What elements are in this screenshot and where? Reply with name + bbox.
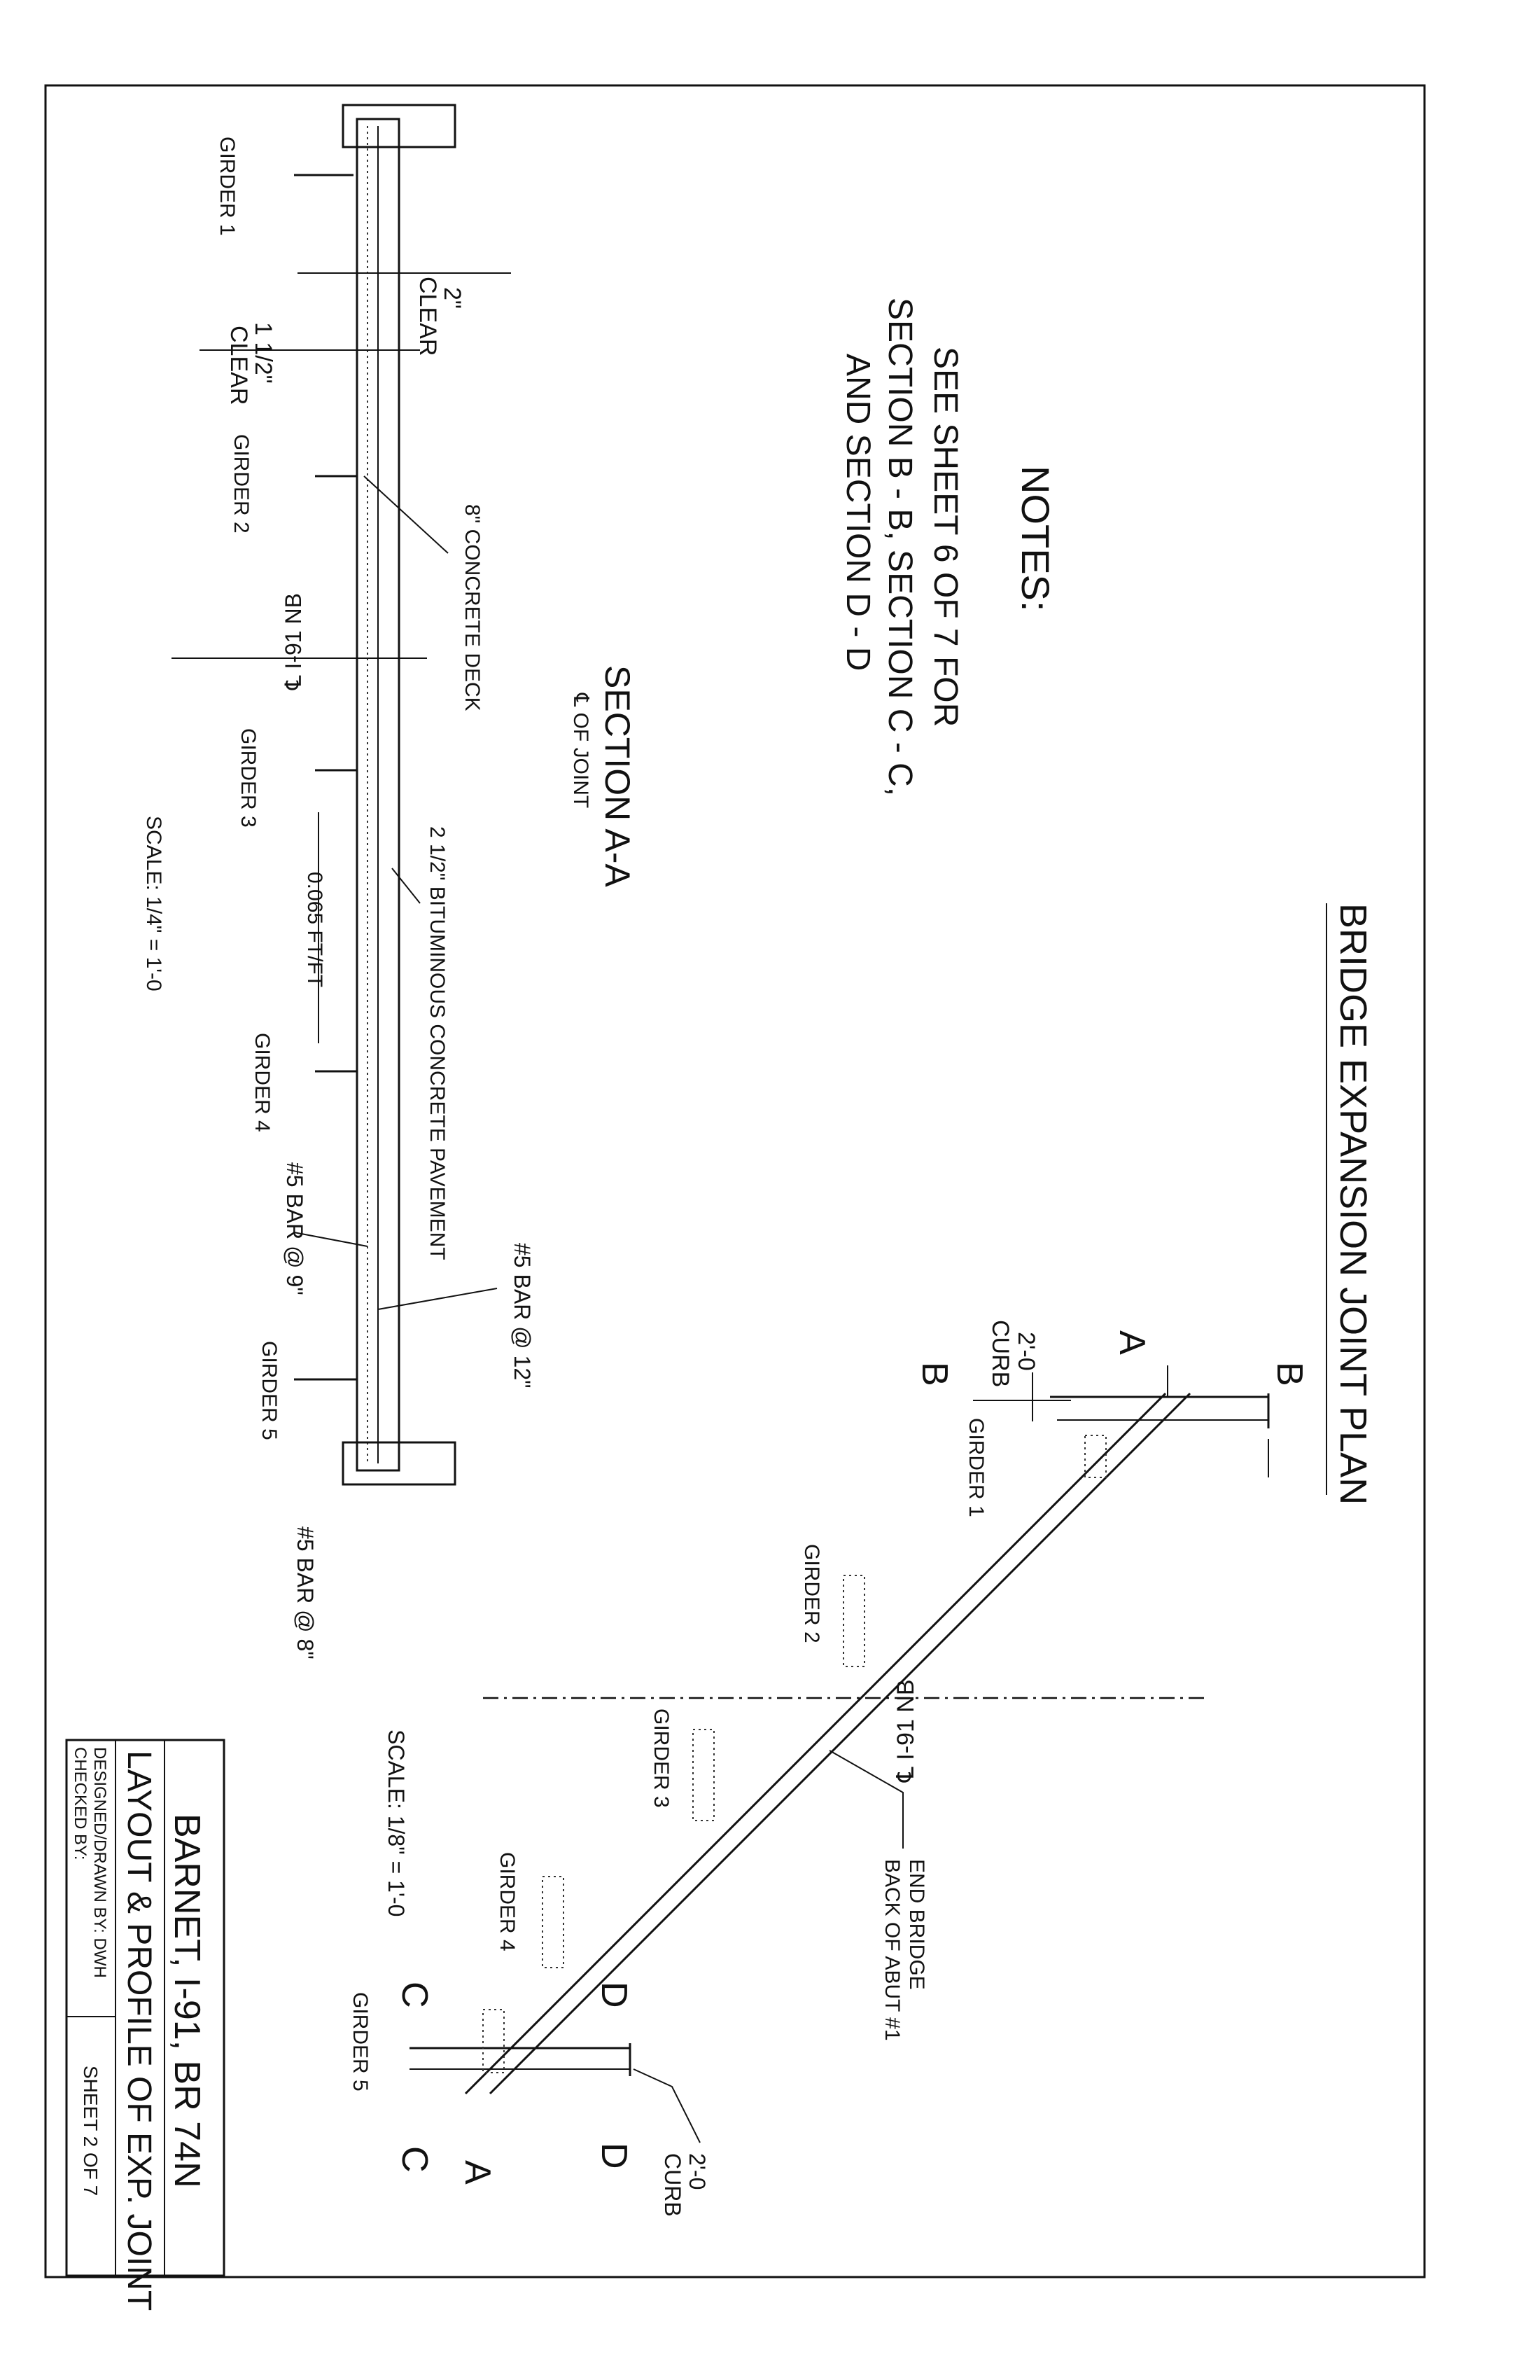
section-girder-4: GIRDER 4 bbox=[251, 1033, 357, 1132]
pavement-label: 2 1/2" BITUMINOUS CONCRETE PAVEMENT bbox=[426, 826, 449, 1260]
end-bridge-label: END BRIDGE bbox=[905, 1859, 928, 1990]
section-girder-4-label: GIRDER 4 bbox=[251, 1033, 274, 1132]
plan-title: BRIDGE EXPANSION JOINT PLAN bbox=[1332, 903, 1374, 1505]
section-girder-2: GIRDER 2 bbox=[230, 434, 357, 534]
joint-line-1 bbox=[489, 1392, 1191, 2095]
plan-girder-1-label: GIRDER 1 bbox=[965, 1418, 988, 1517]
section-girder-3-label: GIRDER 3 bbox=[237, 728, 260, 828]
cut-label-a-top: A bbox=[1112, 1330, 1152, 1355]
plan-girder-3: GIRDER 3 bbox=[650, 1709, 715, 1821]
bar8-label: #5 BAR @ 8" bbox=[293, 1526, 318, 1659]
plan-girder-2-label: GIRDER 2 bbox=[800, 1544, 823, 1643]
section-girder-5-label: GIRDER 5 bbox=[258, 1341, 281, 1440]
plan-scale: SCALE: 1/8" = 1'-0 bbox=[384, 1730, 409, 1916]
title-drawing: LAYOUT & PROFILE OF EXP. JOINT bbox=[120, 1751, 158, 2311]
section-girder-1: GIRDER 1 bbox=[216, 137, 354, 236]
deck-leader bbox=[363, 475, 449, 554]
clear-bottom-value: 1 1/2" bbox=[250, 322, 276, 384]
curb-word-bottom: CURB bbox=[660, 2153, 685, 2217]
cut-label-a-bottom: A bbox=[457, 2160, 498, 2185]
title-sheet: SHEET 2 OF 7 bbox=[80, 2066, 102, 2196]
section-girder-5: GIRDER 5 bbox=[258, 1341, 357, 1440]
parapet-right bbox=[342, 1441, 456, 1486]
slope-label: 0.065 FT/FT bbox=[303, 872, 326, 987]
bar12-label: #5 BAR @ 12" bbox=[510, 1243, 535, 1389]
plan-girder-1: GIRDER 1 bbox=[965, 1418, 1107, 1517]
section-girder-3: GIRDER 3 bbox=[237, 728, 357, 828]
deck-label: 8" CONCRETE DECK bbox=[461, 504, 484, 711]
section-centerline-label: ℄ I-91 NB bbox=[281, 593, 306, 690]
parapet-left bbox=[342, 104, 456, 148]
plan-girder-4-label: GIRDER 4 bbox=[496, 1852, 519, 1951]
clear-bottom-word: CLEAR bbox=[225, 326, 252, 405]
title-block-frame bbox=[65, 1739, 225, 2277]
cut-label-d-top: D bbox=[594, 1982, 634, 2008]
notes-block: NOTES: SEE SHEET 6 OF 7 FOR SECTION B - … bbox=[839, 298, 1058, 796]
curb-leader-bottom bbox=[633, 2068, 701, 2143]
notes-heading: NOTES: bbox=[1014, 466, 1058, 611]
bar9-label: #5 BAR @ 9" bbox=[282, 1162, 307, 1295]
back-of-abut-label: BACK OF ABUT #1 bbox=[881, 1859, 904, 2041]
curb-dim-top: 2'-0 bbox=[1013, 1332, 1040, 1371]
cut-label-b-bottom: B bbox=[914, 1362, 955, 1386]
title-checked: CHECKED BY: bbox=[71, 1747, 90, 1860]
plan-girder-4: GIRDER 4 bbox=[496, 1852, 564, 1968]
title-project: BARNET, I-91, BR 74N bbox=[167, 1814, 207, 2188]
title-designed: DESIGNED/DRAWN BY: DWH bbox=[90, 1747, 109, 1978]
cut-label-c-bottom: C bbox=[394, 2146, 435, 2173]
notes-line-3: AND SECTION D - D bbox=[839, 354, 876, 671]
end-bridge-leader bbox=[829, 1750, 904, 1849]
section-scale: SCALE: 1/4" = 1'-0 bbox=[142, 816, 165, 991]
plan-girder-5-label: GIRDER 5 bbox=[349, 1992, 372, 2092]
plan-girder-5: GIRDER 5 bbox=[349, 1992, 505, 2092]
plan-view: BRIDGE EXPANSION JOINT PLAN B B A 2'-0 C… bbox=[349, 903, 1374, 2217]
plan-centerline-label: ℄ I-91 NB bbox=[892, 1679, 919, 1783]
joint-line-2 bbox=[464, 1392, 1167, 2095]
section-girder-1-label: GIRDER 1 bbox=[216, 137, 239, 236]
clear-top-value: 2" bbox=[439, 287, 465, 309]
cut-label-c-top: C bbox=[394, 1982, 435, 2008]
section-title: SECTION A-A bbox=[598, 665, 637, 887]
title-block: BARNET, I-91, BR 74N LAYOUT & PROFILE OF… bbox=[65, 1739, 225, 2311]
bar12-leader bbox=[377, 1288, 498, 1310]
plan-girder-3-label: GIRDER 3 bbox=[650, 1709, 673, 1808]
sheet-border bbox=[44, 84, 1426, 2278]
notes-line-1: SEE SHEET 6 OF 7 FOR bbox=[927, 347, 964, 727]
cut-label-d-bottom: D bbox=[594, 2143, 634, 2169]
section-aa: SECTION A-A ℄ OF JOINT GIRDER 1 GIRDER 2… bbox=[142, 104, 637, 1659]
notes-line-2: SECTION B - B, SECTION C - C, bbox=[881, 298, 918, 796]
section-girder-2-label: GIRDER 2 bbox=[230, 434, 253, 534]
section-subtitle: ℄ OF JOINT bbox=[569, 693, 592, 808]
curb-dim-bottom: 2'-0 bbox=[685, 2153, 710, 2190]
clear-top-word: CLEAR bbox=[414, 277, 441, 356]
pavement-leader bbox=[391, 868, 421, 904]
plan-girder-2: GIRDER 2 bbox=[800, 1544, 865, 1667]
curb-word-top: CURB bbox=[987, 1320, 1014, 1387]
bar9-leader bbox=[293, 1232, 368, 1247]
deck-slab bbox=[356, 118, 400, 1472]
cut-label-b-top: B bbox=[1269, 1362, 1310, 1386]
